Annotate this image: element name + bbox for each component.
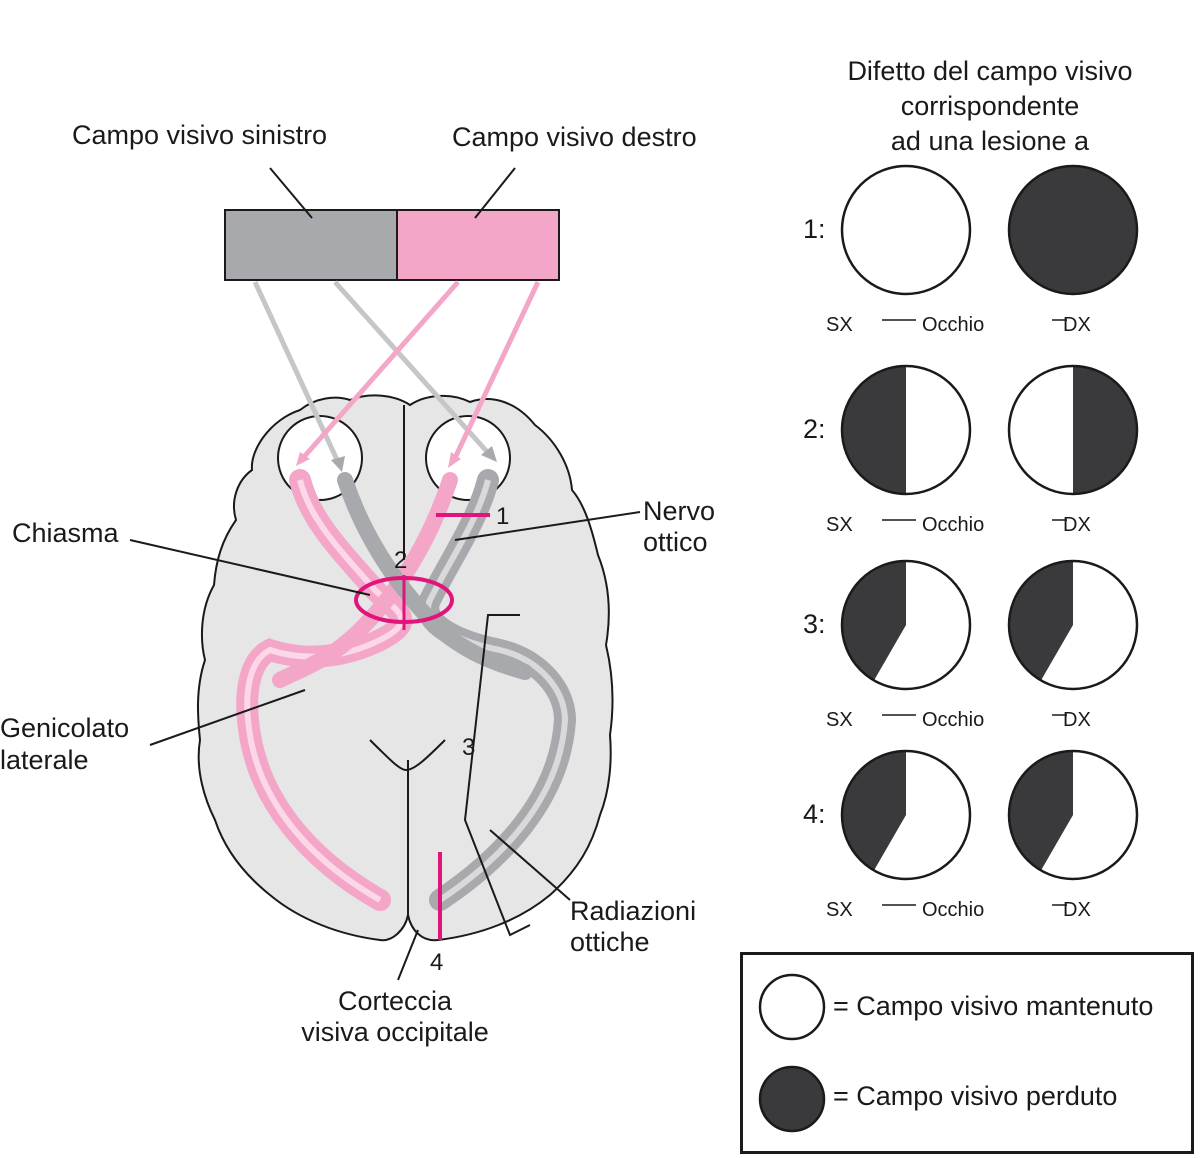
lesion-number-3: 3 xyxy=(462,734,475,761)
defect-row-4-left-eye-field xyxy=(840,749,972,881)
defect-row-4-left-eye-label: SX xyxy=(826,899,853,921)
defect-row-4-right-eye-field-outline xyxy=(1007,749,1139,881)
legend-kept-swatch xyxy=(758,973,826,1041)
defect-row-2-number: 2: xyxy=(803,414,826,444)
pink-crossing-path xyxy=(272,472,458,688)
defect-row-1-number: 1: xyxy=(803,214,826,244)
pink-arrow-to-right-eye xyxy=(452,280,541,460)
defect-row-4-right-eye-field-lost-sector xyxy=(1009,751,1073,871)
defect-row-1-eye-word: Occhio xyxy=(922,314,985,336)
defect-row-3-right-eye-field xyxy=(1007,559,1139,691)
radiations-label-line1: Radiazioni xyxy=(570,896,697,926)
defect-row-2-right-eye-field xyxy=(1007,364,1139,496)
defect-row-1-right-eye-field xyxy=(1007,164,1139,296)
cortex-leader xyxy=(397,929,419,981)
lgn-label-line2: laterale xyxy=(0,745,89,775)
defects-title-line1: Difetto del campo visivo xyxy=(847,56,1133,86)
defect-row-1-right-eye-label: DX xyxy=(1063,314,1091,336)
defect-row-1-left-eye-field-outline xyxy=(840,164,972,296)
defect-row-2-right-eye-label: DX xyxy=(1063,514,1091,536)
lesion-3-bracket xyxy=(463,614,531,937)
defect-row-3-right-eye-label: DX xyxy=(1063,709,1091,731)
lesion-number-1: 1 xyxy=(496,503,509,530)
defect-row-3-graphics xyxy=(840,559,1139,716)
defect-row-2-left-eye-field-lost-sector xyxy=(842,366,906,494)
right-visual-field-bar xyxy=(396,209,560,281)
legend-box: = Campo visivo mantenuto = Campo visivo … xyxy=(740,952,1194,1154)
gray-crossing-path xyxy=(337,472,533,680)
defect-row-3-right-eye-field-lost-sector xyxy=(1009,561,1073,681)
defect-row-4-right-eye-field xyxy=(1007,749,1139,881)
defect-row-1-right-eye-field-outline xyxy=(1007,164,1139,296)
legend-swatches xyxy=(758,973,826,1133)
defect-row-2-left-eye-field xyxy=(840,364,972,496)
optic-nerve-leader xyxy=(454,511,641,541)
defect-row-4-graphics xyxy=(840,749,1139,906)
defect-row-4-left-eye-field-outline xyxy=(840,749,972,881)
defect-row-3-eye-word: Occhio xyxy=(922,709,985,731)
defect-row-4-eye-word: Occhio xyxy=(922,899,985,921)
lesion-number-2: 2 xyxy=(394,547,407,574)
pink-arrow-to-left-eye xyxy=(301,280,460,460)
defect-row-1-left-eye-field xyxy=(840,164,972,296)
defect-row-1-left-eye-field-disc xyxy=(842,166,970,294)
defects-title-line3: ad una lesione a xyxy=(890,126,1090,156)
defect-row-1-graphics xyxy=(840,164,1139,321)
left-visual-field-bar xyxy=(224,209,398,281)
legend-lost-label: = Campo visivo perduto xyxy=(833,1081,1118,1111)
gray-arrowhead-right xyxy=(481,446,497,462)
defect-row-3-left-eye-label: SX xyxy=(826,709,853,731)
gray-arrow-to-right-eye xyxy=(333,280,492,457)
right-field-leader xyxy=(474,167,516,219)
cortex-label-line2: visiva occipitale xyxy=(301,1017,489,1047)
defect-row-2-eye-word: Occhio xyxy=(922,514,985,536)
pink-optic-path-inner xyxy=(244,479,405,903)
chiasm-leader xyxy=(129,539,371,596)
optic-nerve-label-line2: ottico xyxy=(643,527,708,557)
pink-arrowhead-right xyxy=(448,452,461,468)
defect-row-1-left-eye-label: SX xyxy=(826,314,853,336)
defect-row-4-number: 4: xyxy=(803,799,826,829)
defect-row-3-number: 3: xyxy=(803,609,826,639)
midbrain-curve xyxy=(369,739,446,772)
radiations-leader xyxy=(489,829,571,901)
legend-lost-swatch xyxy=(758,1065,826,1133)
defects-title-line2: corrispondente xyxy=(900,91,1080,121)
legend-kept-label: = Campo visivo mantenuto xyxy=(833,991,1154,1021)
defect-row-3-right-eye-field-outline xyxy=(1007,559,1139,691)
cortex-label-line1: Corteccia xyxy=(337,986,453,1016)
gray-arrowhead-left xyxy=(331,456,345,472)
defect-row-2-right-eye-field-outline xyxy=(1007,364,1139,496)
optic-nerve-label-line1: Nervo xyxy=(643,496,716,526)
defect-row-4-right-eye-label: DX xyxy=(1063,899,1091,921)
right-field-label: Campo visivo destro xyxy=(452,122,697,152)
lesion-number-4: 4 xyxy=(430,949,443,976)
lgn-leader xyxy=(149,689,306,746)
defect-row-3-left-eye-field-lost-sector xyxy=(842,561,906,681)
defect-row-4-left-eye-field-lost-sector xyxy=(842,751,906,871)
radiations-label-line2: ottiche xyxy=(570,927,650,957)
left-field-leader xyxy=(269,167,313,219)
defect-row-2-left-eye-label: SX xyxy=(826,514,853,536)
lgn-label-line1: Genicolato xyxy=(0,713,130,743)
defect-row-1-right-eye-field-disc xyxy=(1009,166,1137,294)
defect-row-3-left-eye-field xyxy=(840,559,972,691)
gray-optic-path-inner xyxy=(425,479,569,903)
chiasm-label: Chiasma xyxy=(12,518,119,548)
defect-row-2-right-eye-field-lost-sector xyxy=(1073,366,1137,494)
pink-arrowhead-left xyxy=(296,452,310,466)
defect-row-2-left-eye-field-outline xyxy=(840,364,972,496)
defect-row-3-left-eye-field-outline xyxy=(840,559,972,691)
left-field-label: Campo visivo sinistro xyxy=(72,120,328,150)
defect-row-2-graphics xyxy=(840,364,1139,521)
